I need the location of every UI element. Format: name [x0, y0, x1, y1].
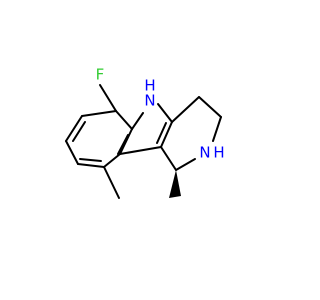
amine-n-label: N [199, 144, 210, 162]
bond-c7-c7a [115, 110, 133, 130]
bond-c2-c3-inner [156, 122, 167, 144]
bond-c7-c7x [81, 110, 117, 117]
bond-c4-methyl [103, 166, 120, 199]
bond-c3-c3a [119, 146, 162, 155]
fluorine-label: F [96, 66, 105, 84]
bond-c2-c4a [171, 96, 200, 123]
indole-nh-n-label: N [144, 92, 155, 110]
bond-n1-c2 [157, 103, 173, 123]
bond-c1-c3 [160, 146, 177, 171]
wedge-bond-methyl [169, 170, 181, 198]
bond-c4-c5-inner [79, 158, 102, 162]
bond-c6-c7 [65, 115, 83, 142]
molecule-diagram: F H N N H [65, 66, 225, 199]
bond-c4-c3a [103, 153, 121, 168]
bond-c4-c5 [77, 163, 105, 168]
bond-n-c1 [175, 158, 196, 171]
bond-c-f [99, 84, 117, 112]
bond-c7a-c3a [119, 128, 133, 155]
bond-c4b-n [212, 116, 222, 142]
bond-c7a-c3a-inner [117, 134, 129, 155]
amine-h-label: H [213, 144, 224, 162]
indole-nh-h-label: H [144, 77, 155, 95]
bond-c2-c3 [160, 121, 173, 148]
bond-c4a-c4b [198, 96, 222, 118]
bond-c7a-n1 [131, 112, 144, 130]
bond-c6-c7-inner [72, 121, 86, 142]
bond-c5-c6 [65, 140, 79, 165]
